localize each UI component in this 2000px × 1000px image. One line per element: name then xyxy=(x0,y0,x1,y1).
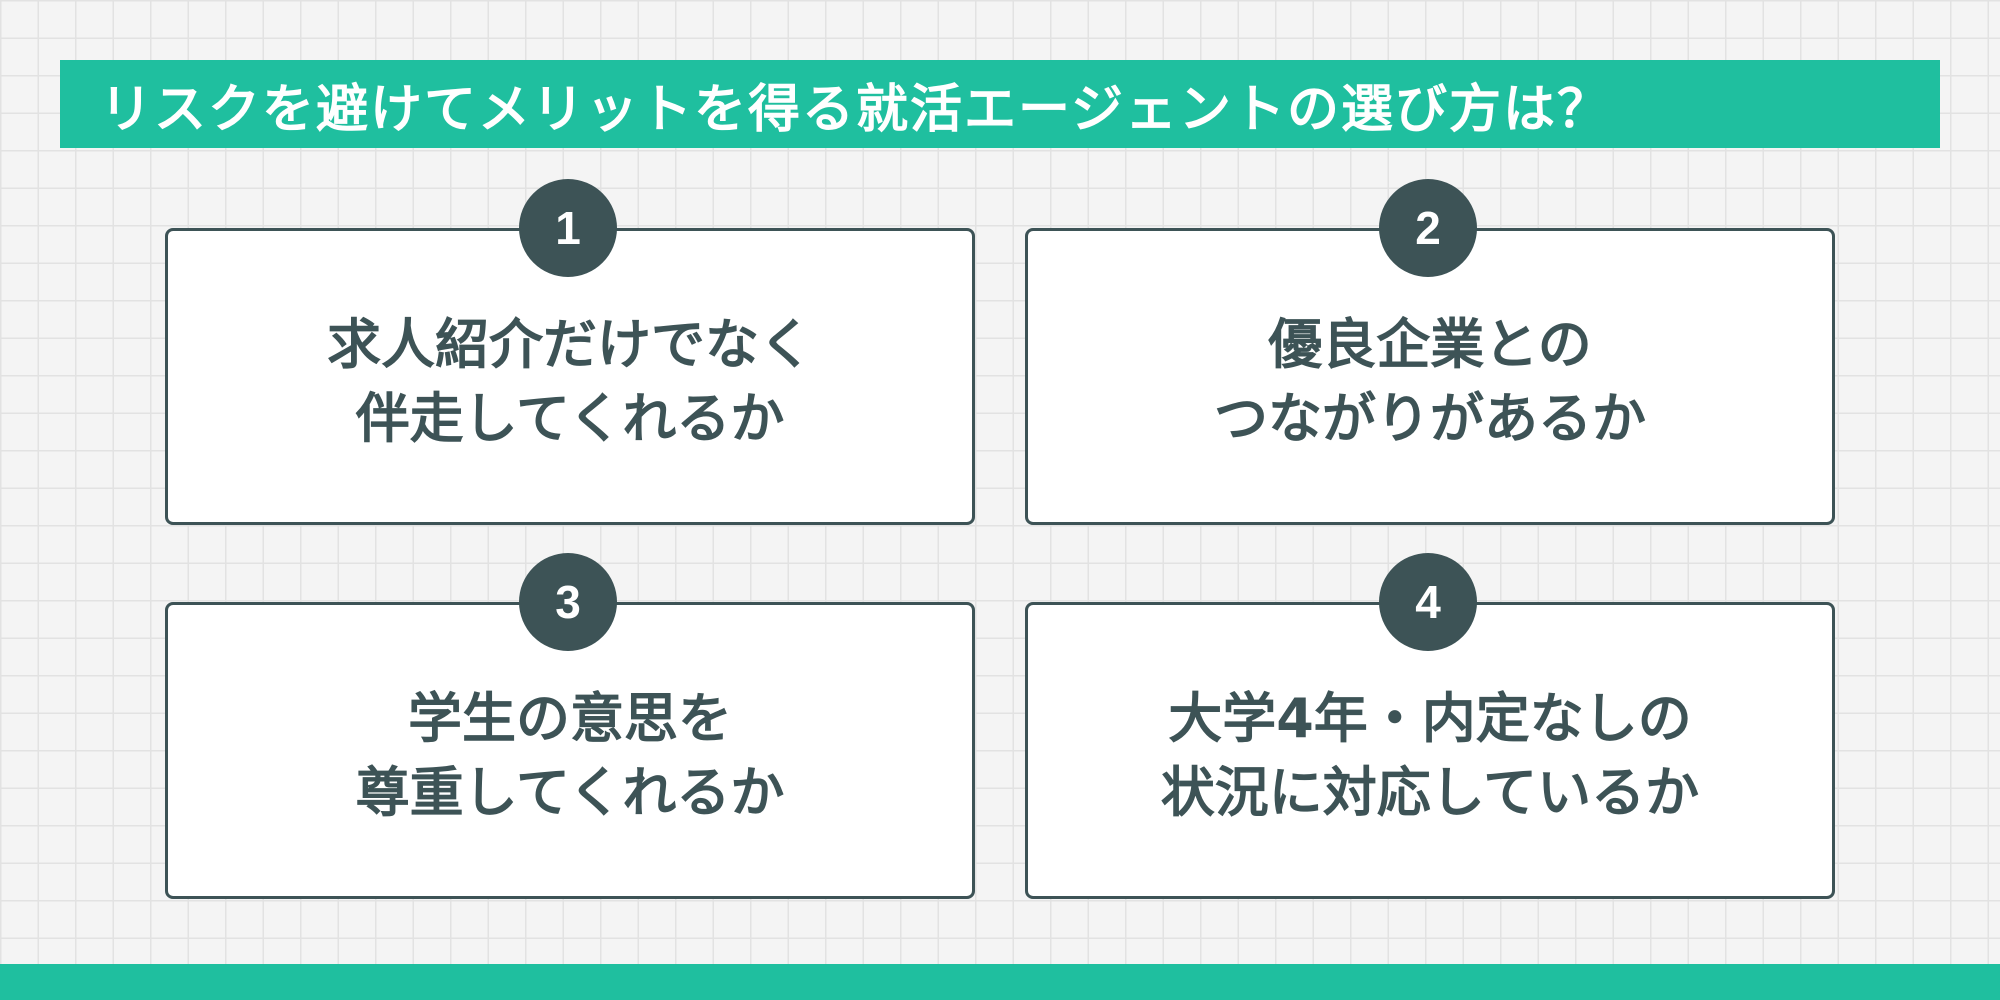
title-banner: リスクを避けてメリットを得る就活エージェントの選び方は？ xyxy=(60,60,1940,148)
point-card-2-line2: つながりがあるか xyxy=(1214,386,1646,450)
point-card-3-line1: 学生の意思を xyxy=(407,686,732,750)
point-card-1: 求人紹介だけでなく 伴走してくれるか xyxy=(165,228,975,525)
point-card-3-line2: 尊重してくれるか xyxy=(355,760,785,824)
number-badge-4: 4 xyxy=(1379,553,1477,651)
point-card-1-text: 求人紹介だけでなく 伴走してくれるか xyxy=(327,308,813,456)
point-card-2-text: 優良企業との つながりがあるか xyxy=(1214,308,1646,456)
page-title: リスクを避けてメリットを得る就活エージェントの選び方は？ xyxy=(100,79,1611,140)
point-card-1-line1: 求人紹介だけでなく xyxy=(327,312,813,376)
number-badge-1: 1 xyxy=(519,179,617,277)
point-card-3: 学生の意思を 尊重してくれるか xyxy=(165,602,975,899)
point-card-2-line1: 優良企業との xyxy=(1268,312,1592,376)
point-card-4-line1: 大学4年・内定なしの xyxy=(1168,686,1692,750)
number-badge-2: 2 xyxy=(1379,179,1477,277)
number-badge-3: 3 xyxy=(519,553,617,651)
point-card-1-line2: 伴走してくれるか xyxy=(355,386,785,450)
bottom-accent-bar xyxy=(0,964,2000,1000)
point-card-4-line2: 状況に対応しているか xyxy=(1160,760,1700,824)
point-card-3-text: 学生の意思を 尊重してくれるか xyxy=(356,682,785,830)
point-card-4-text: 大学4年・内定なしの 状況に対応しているか xyxy=(1161,682,1699,830)
point-card-4: 大学4年・内定なしの 状況に対応しているか xyxy=(1025,602,1835,899)
